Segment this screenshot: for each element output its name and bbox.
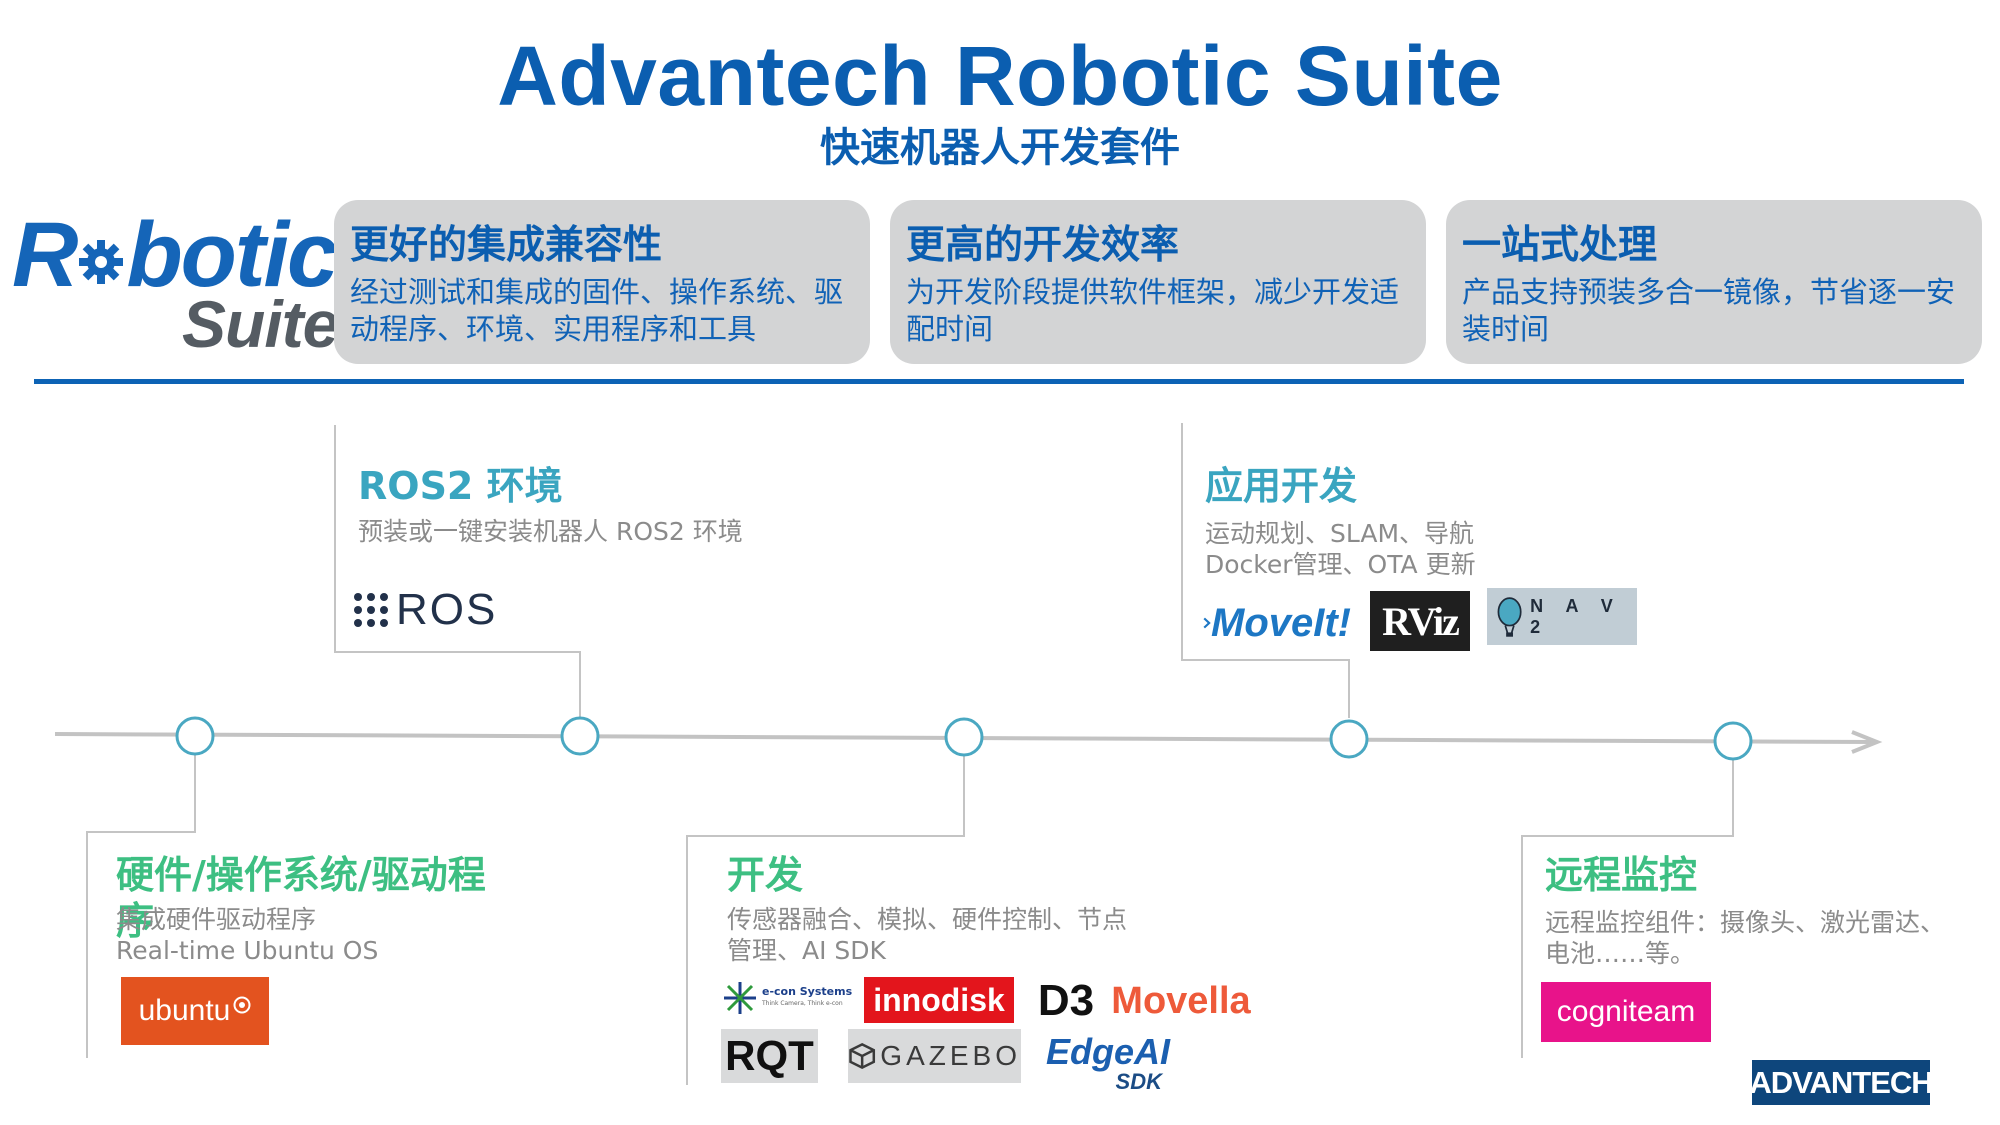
section-title-remote: 远程监控 bbox=[1545, 853, 1698, 897]
section-title-ros2: ROS2 环境 bbox=[358, 464, 563, 508]
d3-logo: D3 bbox=[1037, 976, 1095, 1025]
gear-icon bbox=[79, 239, 124, 284]
feature-card-efficiency: 更高的开发效率 为开发阶段提供软件框架，减少开发适配时间 bbox=[890, 200, 1426, 364]
nav2-balloon-icon bbox=[1497, 596, 1522, 637]
ubuntu-logo-text: ubuntu bbox=[138, 994, 231, 1027]
edgeai-sdk-logo: EdgeAI SDK bbox=[1046, 1031, 1171, 1099]
advantech-logo: ADVANTECH bbox=[1749, 1060, 1934, 1105]
section-desc-hardware-2: Real-time Ubuntu OS bbox=[116, 936, 379, 965]
moveit-logo: MoveIt! bbox=[1203, 596, 1351, 650]
page-subtitle: 快速机器人开发套件 bbox=[820, 125, 1180, 171]
feature-card-title: 一站式处理 bbox=[1462, 223, 1658, 268]
section-desc-hardware-1: 集成硬件驱动程序 bbox=[116, 905, 317, 934]
timeline-node-develop bbox=[944, 717, 984, 757]
logo-suite-text: Suite bbox=[182, 287, 339, 361]
logo-letters-botic: botic bbox=[126, 204, 338, 306]
ubuntu-circle-icon bbox=[233, 996, 251, 1014]
section-desc-app-1: 运动规划、SLAM、导航 bbox=[1205, 519, 1475, 548]
section-title-hardware: 硬件/操作系统/驱动程序 bbox=[116, 853, 486, 943]
ros-dots-icon bbox=[354, 593, 388, 627]
logo-letter-r: R bbox=[12, 204, 78, 306]
ubuntu-logo: ubuntu bbox=[121, 977, 269, 1045]
feature-card-desc: 产品支持预装多合一镜像，节省逐一安装时间 bbox=[1462, 275, 1956, 346]
moveit-logo-text: MoveIt! bbox=[1211, 600, 1351, 645]
ros-logo: ROS bbox=[354, 582, 514, 638]
moveit-arrow-icon bbox=[1203, 617, 1211, 629]
econ-logo-tagline: Think Camera, Think e-con bbox=[762, 1000, 843, 1007]
feature-card-one-stop: 一站式处理 产品支持预装多合一镜像，节省逐一安装时间 bbox=[1446, 200, 1982, 364]
edgeai-logo-sdk: SDK bbox=[1115, 1069, 1162, 1094]
feature-card-title: 更高的开发效率 bbox=[906, 223, 1180, 268]
timeline-arrowhead bbox=[1851, 730, 1883, 754]
section-desc-remote: 远程监控组件：摄像头、激光雷达、电池……等。 bbox=[1545, 908, 1946, 968]
section-desc-ros2: 预装或一键安装机器人 ROS2 环境 bbox=[358, 517, 743, 546]
page-title: Advantech Robotic Suite bbox=[497, 29, 1503, 123]
timeline-node-hardware bbox=[175, 716, 215, 756]
timeline-node-app bbox=[1329, 719, 1369, 759]
gazebo-logo-text: GAZEBO bbox=[880, 1040, 1021, 1071]
section-desc-app-2: Docker管理、OTA 更新 bbox=[1205, 550, 1476, 579]
ros-logo-text: ROS bbox=[396, 585, 498, 634]
nav2-logo: N A V 2 bbox=[1487, 588, 1637, 645]
econ-systems-logo: e-con Systems Think Camera, Think e-con bbox=[722, 978, 854, 1018]
nav2-logo-text: N A V 2 bbox=[1530, 595, 1622, 637]
section-title-app: 应用开发 bbox=[1205, 464, 1358, 508]
timeline-node-ros2 bbox=[560, 716, 600, 756]
movella-logo: Movella bbox=[1111, 979, 1251, 1022]
gazebo-cube-icon bbox=[849, 1042, 876, 1070]
econ-star-icon bbox=[724, 982, 756, 1014]
feature-card-title: 更好的集成兼容性 bbox=[350, 223, 663, 268]
gazebo-logo: GAZEBO bbox=[848, 1029, 1021, 1083]
edgeai-logo-text: EdgeAI bbox=[1046, 1031, 1171, 1072]
section-desc-develop: 传感器融合、模拟、硬件控制、节点管理、AI SDK bbox=[727, 905, 1128, 965]
section-title-develop: 开发 bbox=[727, 853, 804, 897]
feature-card-compatibility: 更好的集成兼容性 经过测试和集成的固件、操作系统、驱动程序、环境、实用程序和工具 bbox=[334, 200, 870, 364]
rviz-logo: RViz bbox=[1370, 591, 1470, 651]
feature-card-desc: 为开发阶段提供软件框架，减少开发适配时间 bbox=[906, 275, 1400, 346]
econ-logo-text: e-con Systems bbox=[762, 985, 853, 998]
innodisk-logo: innodisk bbox=[864, 977, 1014, 1023]
header-divider bbox=[34, 379, 1964, 384]
feature-card-desc: 经过测试和集成的固件、操作系统、驱动程序、环境、实用程序和工具 bbox=[350, 275, 844, 346]
cogniteam-logo: cogniteam bbox=[1541, 982, 1711, 1042]
timeline-connectors bbox=[86, 423, 1734, 1085]
timeline-node-remote bbox=[1713, 721, 1753, 761]
rqt-logo: RQT bbox=[721, 1029, 818, 1083]
